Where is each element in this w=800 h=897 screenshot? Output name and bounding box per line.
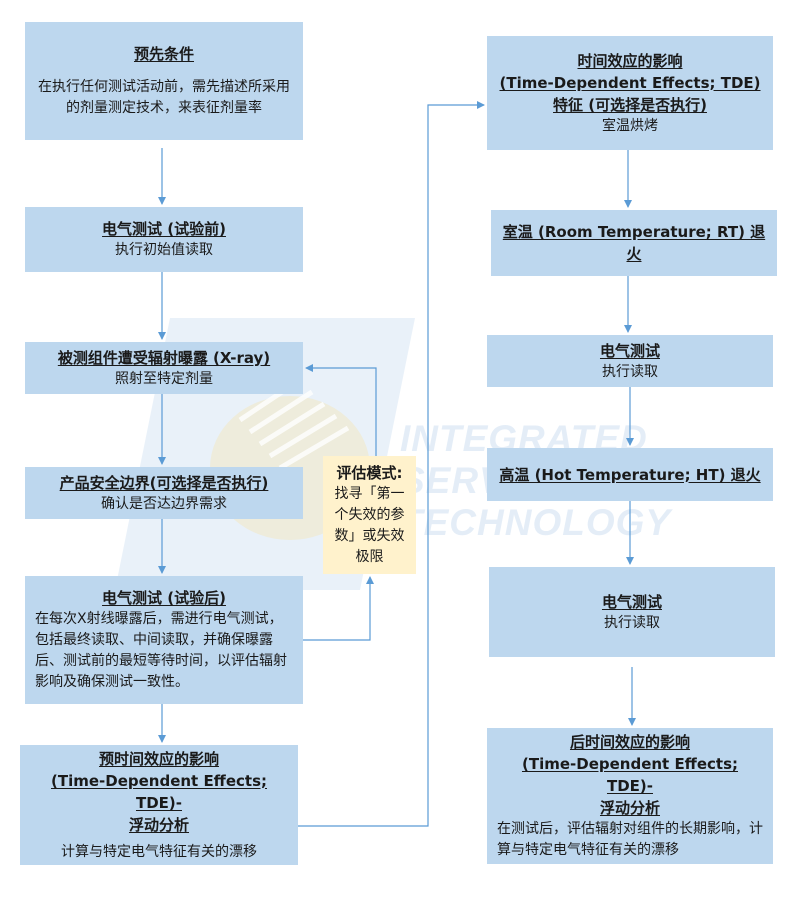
pre-tde-box: 预时间效应的影响 (Time-Dependent Effects; TDE)- … <box>20 745 298 865</box>
electrical-test-post-box: 电气测试 (试验后) 在每次X射线曝露后，需进行电气测试，包括最终读取、中间读取… <box>25 576 303 704</box>
electrical-test-1-body: 执行读取 <box>602 363 658 380</box>
tde-characteristic-box: 时间效应的影响 (Time-Dependent Effects; TDE) 特征… <box>487 36 773 150</box>
prerequisite-title: 预先条件 <box>133 45 194 63</box>
tde-characteristic-title-line-2: (Time-Dependent Effects; TDE) <box>499 73 761 92</box>
tde-characteristic-body: 室温烘烤 <box>602 117 658 134</box>
electrical-test-1-box: 电气测试 执行读取 <box>487 335 773 387</box>
electrical-test-pre-title: 电气测试 (试验前) <box>102 220 226 238</box>
xray-exposure-box: 被测组件遭受辐射曝露 (X-ray) 照射至特定剂量 <box>25 342 303 394</box>
electrical-test-post-body: 在每次X射线曝露后，需进行电气测试，包括最终读取、中间读取，并确保曝露后、测试前… <box>35 611 287 690</box>
electrical-test-2-body: 执行读取 <box>604 614 660 631</box>
rt-anneal-title: 室温 (Room Temperature; RT) 退火 <box>502 223 766 263</box>
electrical-test-post-title: 电气测试 (试验后) <box>102 589 226 607</box>
post-tde-box: 后时间效应的影响 (Time-Dependent Effects; TDE)- … <box>487 728 773 864</box>
tde-characteristic-title-line-1: 时间效应的影响 <box>577 51 683 70</box>
electrical-test-2-box: 电气测试 执行读取 <box>489 567 775 657</box>
xray-exposure-title: 被测组件遭受辐射曝露 (X-ray) <box>57 348 271 367</box>
post-tde-title-line-3: 浮动分析 <box>599 799 660 817</box>
safety-margin-box: 产品安全边界(可选择是否执行) 确认是否达边界需求 <box>25 467 303 519</box>
prerequisite-body: 在执行任何测试活动前，需先描述所采用的剂量测定技术，来表征剂量率 <box>38 79 290 116</box>
electrical-test-2-title: 电气测试 <box>601 592 662 611</box>
pre-tde-body: 计算与特定电气特征有关的漂移 <box>61 843 257 860</box>
electrical-test-pre-box: 电气测试 (试验前) 执行初始值读取 <box>25 207 303 272</box>
evaluation-mode-body: 找寻「第一个失效的参数」或失效极限 <box>334 486 405 565</box>
pre-tde-title-line-2: (Time-Dependent Effects; TDE)- <box>50 771 267 812</box>
prerequisite-box: 预先条件 在执行任何测试活动前，需先描述所采用的剂量测定技术，来表征剂量率 <box>25 22 303 140</box>
post-tde-body: 在测试后，评估辐射对组件的长期影响，计算与特定电气特征有关的漂移 <box>497 821 763 858</box>
evaluation-mode-note: 评估模式: 找寻「第一个失效的参数」或失效极限 <box>323 456 416 574</box>
evaluation-mode-title: 评估模式: <box>336 464 403 482</box>
pre-tde-title-line-3: 浮动分析 <box>128 815 189 834</box>
xray-exposure-body: 照射至特定剂量 <box>115 370 213 387</box>
post-tde-title-line-2: (Time-Dependent Effects; TDE)- <box>521 755 738 795</box>
pre-tde-title-line-1: 预时间效应的影响 <box>98 749 219 768</box>
ht-anneal-title: 高温 (Hot Temperature; HT) 退火 <box>499 465 761 484</box>
safety-margin-body: 确认是否达边界需求 <box>101 495 227 512</box>
rt-anneal-box: 室温 (Room Temperature; RT) 退火 <box>491 210 777 276</box>
post-tde-title-line-1: 后时间效应的影响 <box>569 733 690 751</box>
electrical-test-1-title: 电气测试 <box>599 341 660 360</box>
electrical-test-pre-body: 执行初始值读取 <box>115 242 213 258</box>
watermark-line-3: TECHNOLOGY <box>400 502 672 543</box>
tde-characteristic-title-line-3: 特征 (可选择是否执行) <box>553 95 707 114</box>
ht-anneal-box: 高温 (Hot Temperature; HT) 退火 <box>487 448 773 501</box>
safety-margin-title: 产品安全边界(可选择是否执行) <box>59 473 269 492</box>
